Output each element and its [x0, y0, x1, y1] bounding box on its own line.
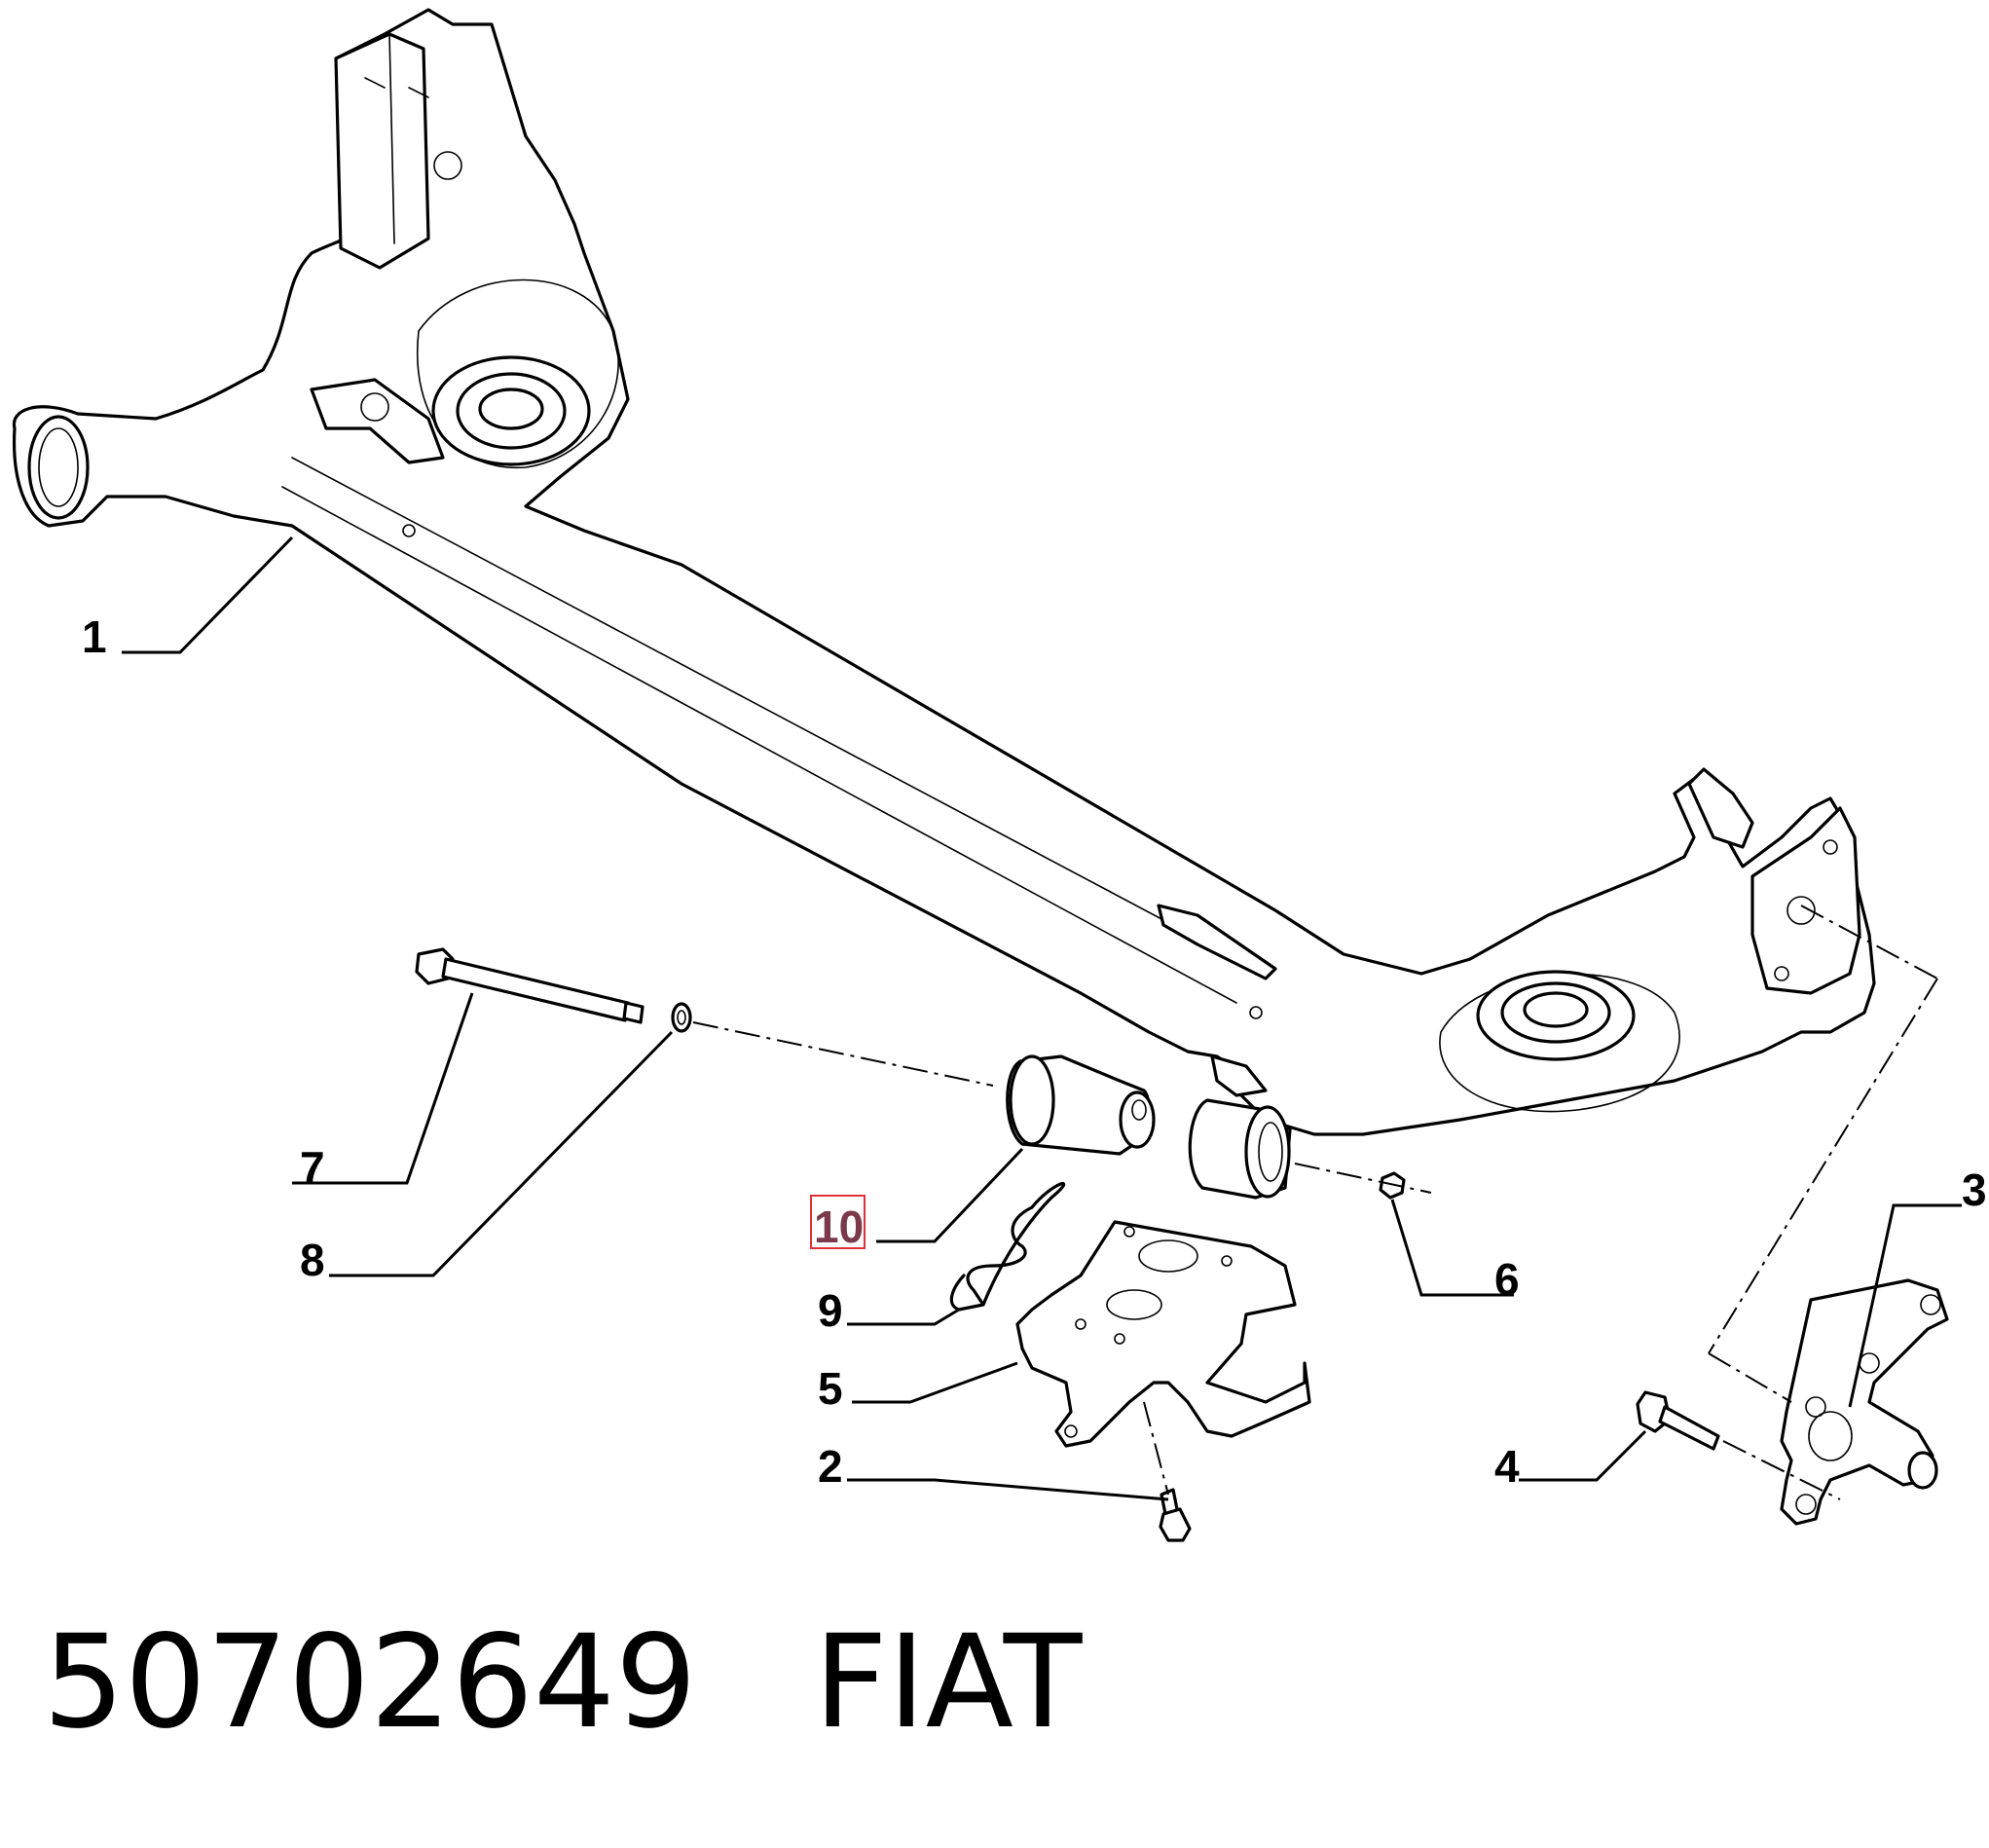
rear-axle-beam [12, 8, 1876, 1136]
callout-7: 7 [300, 1142, 325, 1193]
fitted-bushing [1188, 1098, 1292, 1200]
brand-name: FIAT [813, 1608, 1083, 1757]
assembly-axes [692, 905, 1938, 1500]
callout-10: 10 [814, 1201, 864, 1252]
bushing [1006, 1054, 1156, 1156]
spring-clip [949, 1182, 1066, 1312]
mounting-bracket [1015, 1220, 1311, 1448]
callout-labels: 1 7 8 9 5 2 6 4 3 10 [82, 611, 1987, 1492]
callout-1: 1 [82, 611, 107, 662]
part-number: 50702649 [43, 1608, 697, 1757]
washer [671, 1002, 692, 1033]
stub-axle [1780, 1278, 1949, 1526]
nut [1379, 1171, 1406, 1200]
flanged-bolt [1636, 1390, 1720, 1451]
callout-2: 2 [818, 1441, 843, 1492]
callout-3: 3 [1962, 1164, 1987, 1215]
long-bolt [415, 947, 645, 1024]
leader-lines [122, 536, 1962, 1501]
callout-5: 5 [818, 1363, 843, 1414]
callout-6: 6 [1494, 1254, 1520, 1305]
callout-9: 9 [818, 1285, 843, 1336]
callout-4: 4 [1494, 1441, 1520, 1492]
small-bolt [1159, 1488, 1192, 1542]
callout-10-highlight-box [810, 1195, 866, 1249]
callout-8: 8 [300, 1235, 325, 1285]
